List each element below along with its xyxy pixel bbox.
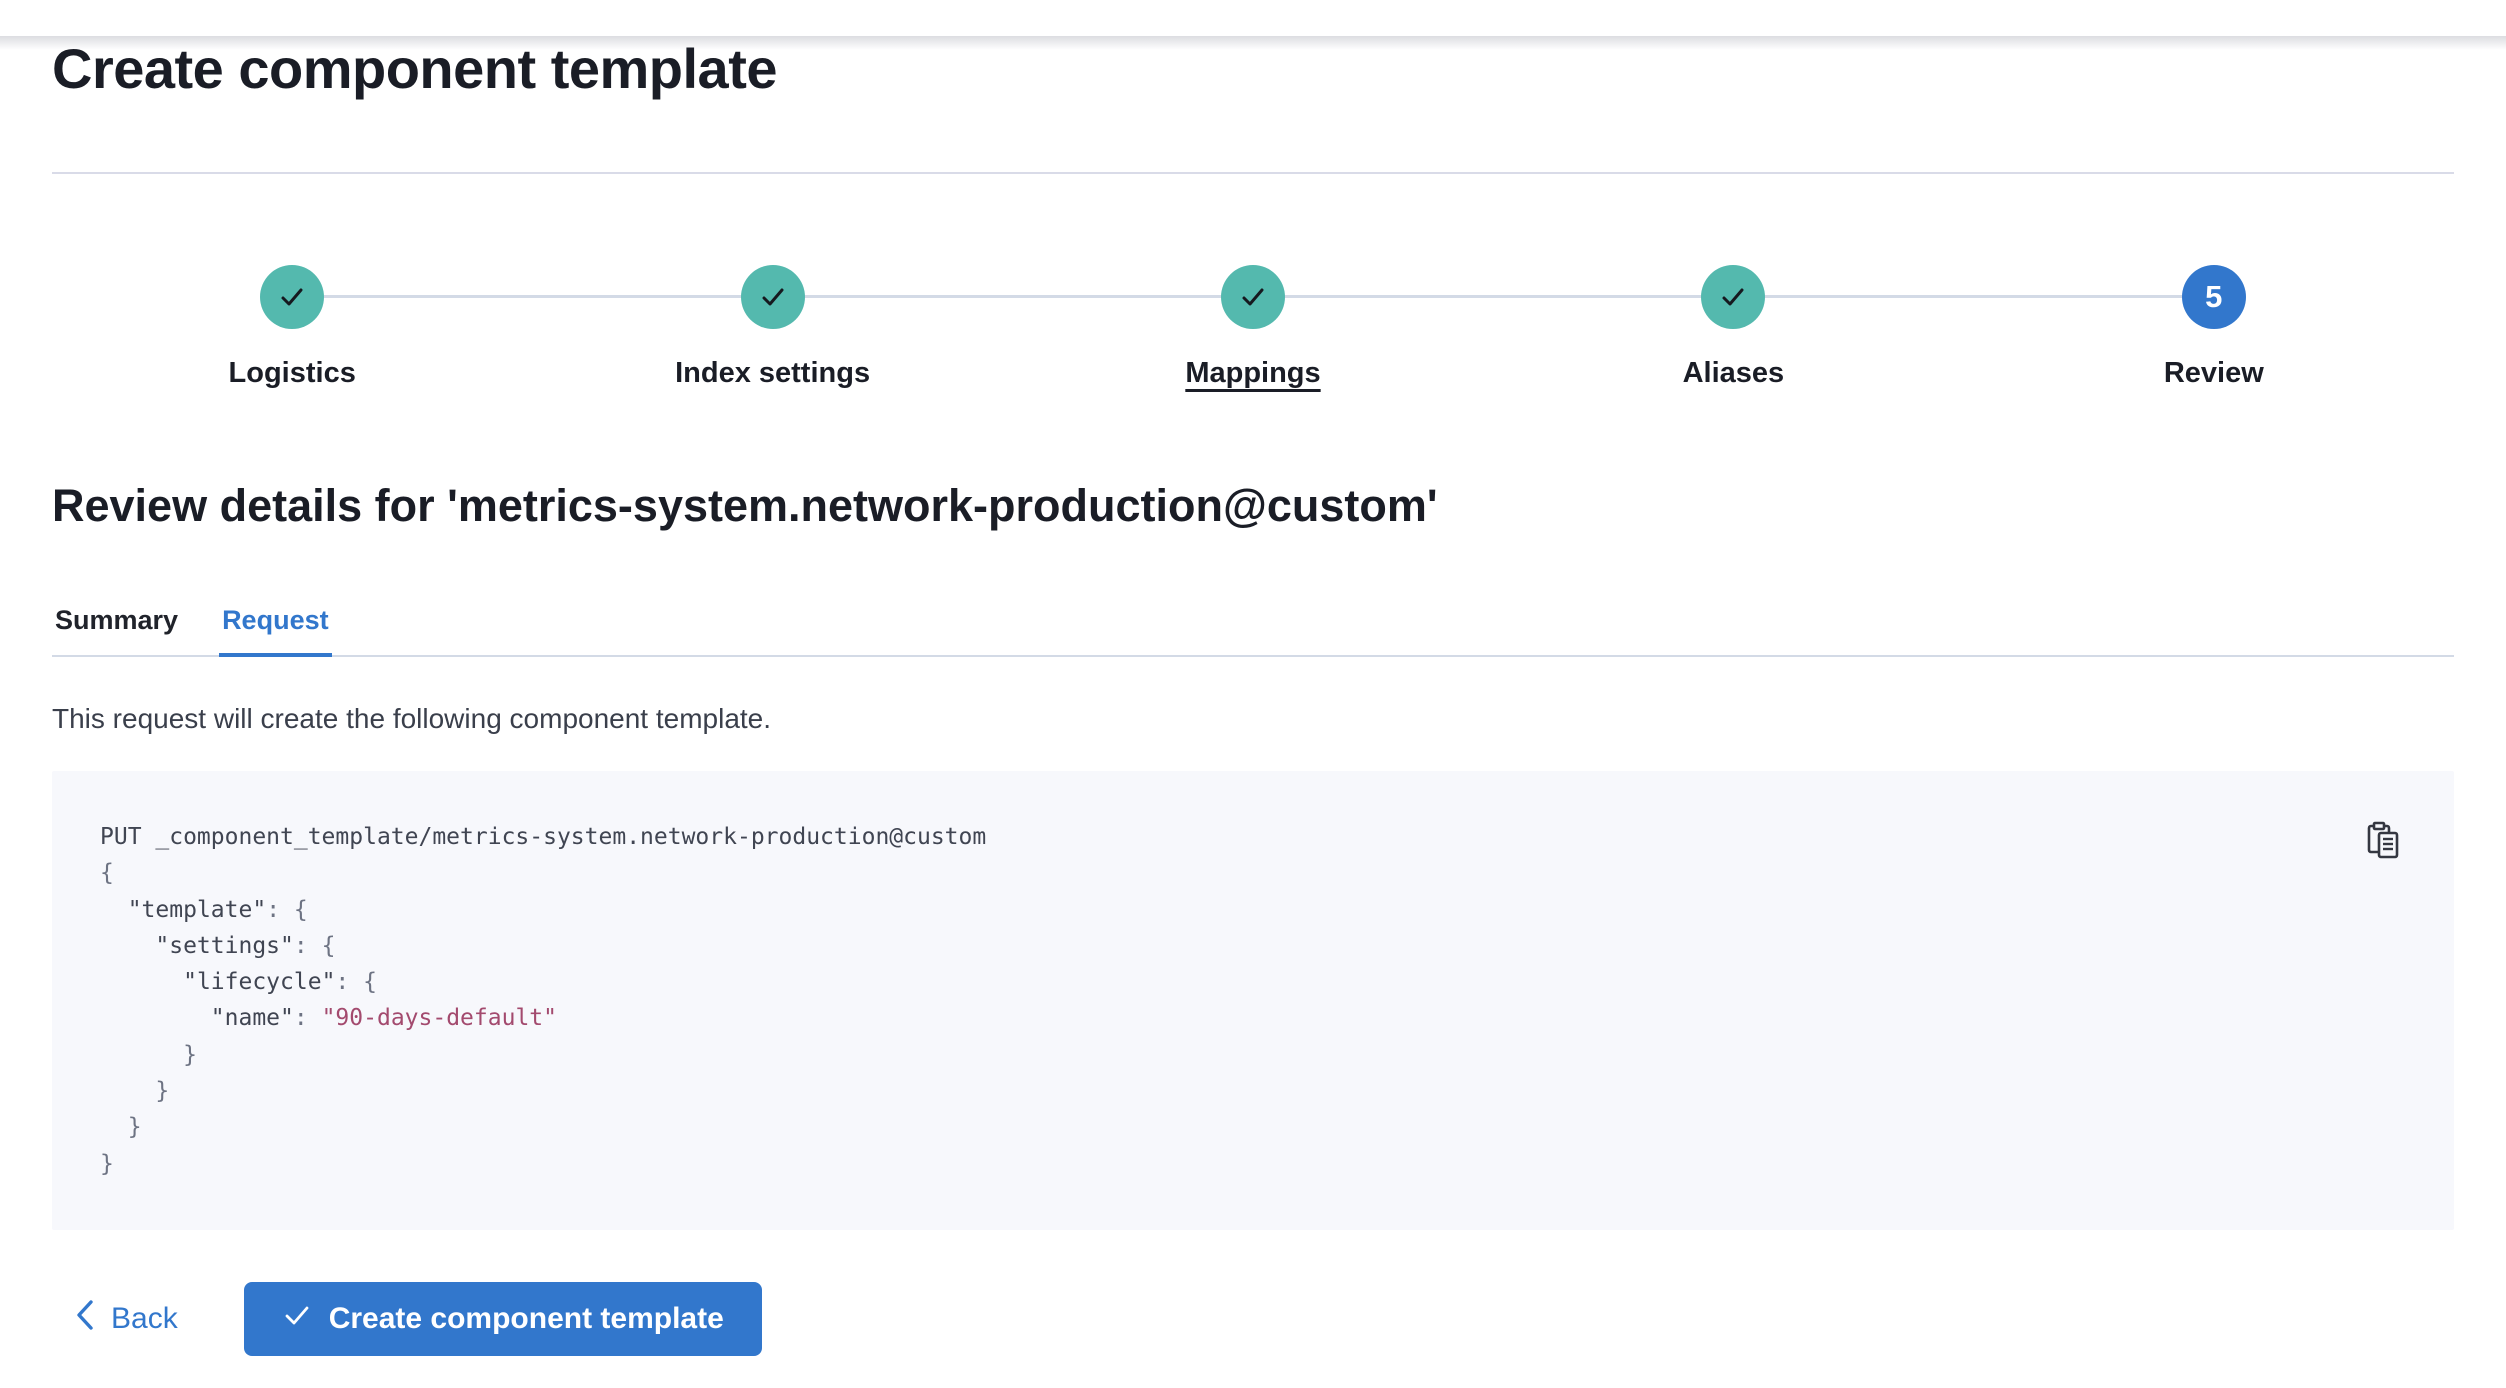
check-icon bbox=[282, 1300, 312, 1338]
step-complete-check-icon[interactable] bbox=[1220, 265, 1285, 329]
step-label: Mappings bbox=[1185, 357, 1321, 389]
code-line: } bbox=[100, 1078, 170, 1105]
tab-request[interactable]: Request bbox=[219, 603, 332, 657]
back-button[interactable]: Back bbox=[74, 1298, 178, 1340]
code-line: "template": { bbox=[127, 896, 308, 923]
code-line: } bbox=[100, 1150, 114, 1177]
step-complete-check-icon[interactable] bbox=[260, 265, 325, 329]
step-label: Review bbox=[2163, 357, 2264, 389]
step-current-number-badge[interactable]: 5 bbox=[2181, 265, 2246, 329]
step-index-settings[interactable]: Index settings bbox=[532, 265, 1012, 391]
step-label: Logistics bbox=[228, 357, 356, 389]
step-label: Index settings bbox=[675, 357, 871, 389]
tab-summary[interactable]: Summary bbox=[52, 603, 181, 657]
title-divider bbox=[52, 172, 2454, 174]
request-description: This request will create the following c… bbox=[52, 703, 772, 734]
step-complete-check-icon[interactable] bbox=[1701, 265, 1766, 329]
window-top-edge bbox=[0, 36, 2506, 50]
review-tabs: Summary Request bbox=[52, 603, 2454, 657]
code-line: PUT _component_template/metrics-system.n… bbox=[100, 824, 987, 850]
copy-to-clipboard-icon bbox=[2366, 820, 2402, 863]
code-line: "lifecycle": { bbox=[183, 969, 377, 996]
back-button-label: Back bbox=[111, 1301, 178, 1335]
page-title: Create component template bbox=[52, 37, 778, 100]
request-code: PUT _component_template/metrics-system.n… bbox=[100, 819, 2334, 1182]
code-line: "name": "90-days-default" bbox=[210, 1005, 557, 1032]
copy-to-clipboard-button[interactable] bbox=[2366, 821, 2402, 861]
step-label: Aliases bbox=[1682, 357, 1785, 389]
step-mappings[interactable]: Mappings bbox=[1013, 265, 1493, 391]
create-component-template-button[interactable]: Create component template bbox=[243, 1281, 762, 1356]
code-line: } bbox=[100, 1114, 142, 1141]
wizard-footer: Back Create component template bbox=[52, 1281, 2454, 1356]
step-aliases[interactable]: Aliases bbox=[1493, 265, 1973, 391]
create-component-template-page: Create component template Logistics Index… bbox=[0, 36, 2506, 1356]
code-line: "settings": { bbox=[155, 932, 336, 959]
code-line: { bbox=[100, 860, 114, 887]
create-button-label: Create component template bbox=[328, 1301, 724, 1335]
step-logistics[interactable]: Logistics bbox=[52, 265, 532, 391]
chevron-left-icon bbox=[74, 1298, 96, 1340]
step-complete-check-icon[interactable] bbox=[740, 265, 805, 329]
request-code-block: PUT _component_template/metrics-system.n… bbox=[52, 771, 2454, 1230]
review-heading: Review details for 'metrics-system.netwo… bbox=[52, 480, 1438, 531]
code-line: } bbox=[100, 1041, 197, 1068]
